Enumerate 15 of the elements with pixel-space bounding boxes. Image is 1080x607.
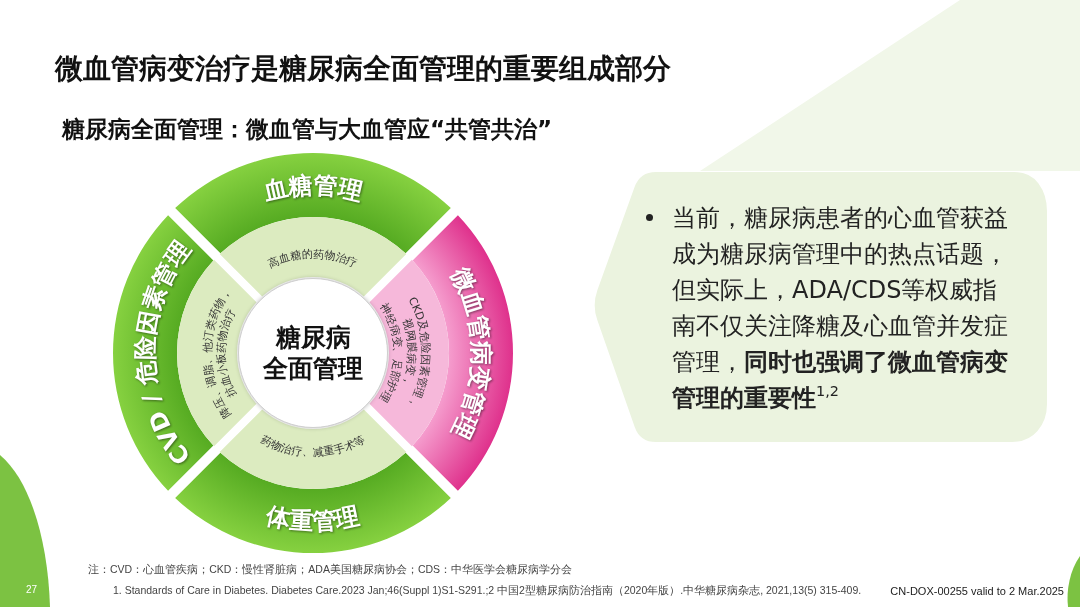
segment-text: 药物治疗、减重手术等	[258, 432, 368, 459]
segment-label: 血糖管理	[260, 171, 366, 206]
slide-title: 微血管病变治疗是糖尿病全面管理的重要组成部分	[55, 51, 671, 87]
center-label: 糖尿病全面管理	[263, 321, 363, 385]
segment-label: 微血管病变管理	[445, 262, 495, 444]
text-panel	[592, 172, 1047, 442]
segment-text: 高血糖的药物治疗	[266, 247, 360, 271]
bullet-text: 当前，糖尿病患者的心血管获益成为糖尿病管理中的热点话题，但实际上，ADA/CDS等权威指南不仅关注降糖及心血管并发症管理，同时也强调了微血管病变管理的重要性$^{1,2}$	[672, 203, 1009, 414]
footnote: 注：CVD：心血管疾病；CKD：慢性肾脏病；ADA美国糖尿病协会；CDS：中华医学会糖尿病学分会	[88, 563, 573, 576]
document-code: CN-DOX-00255 valid to 2 Mar.2025	[890, 585, 1064, 599]
reference-text: 1. Standards of Care in Diabetes. Diabetes Care.2023 Jan;46(Suppl 1)S1-S291.;2 中国2型糖尿病防治指南（2020年版）.中华糖尿病杂志, 2021,13(5) 315-409.	[113, 584, 862, 597]
page-number: 27	[26, 584, 38, 596]
segment-text: 降压、调脂、他汀类药物，抗血小板药物治疗	[200, 285, 239, 421]
segment-label: 体重管理	[264, 501, 362, 536]
subtitle: 糖尿病全面管理：微血管与大血管应“共管共治”	[62, 116, 553, 144]
